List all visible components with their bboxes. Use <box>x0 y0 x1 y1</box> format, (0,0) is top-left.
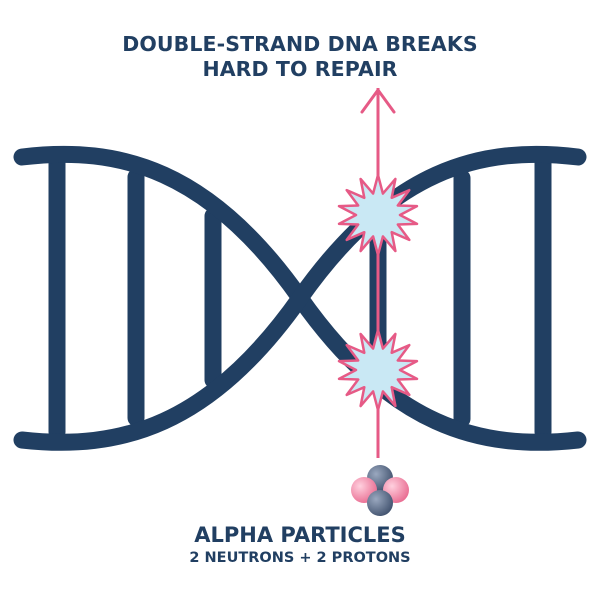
particle-label: ALPHA PARTICLES <box>194 523 406 547</box>
dna-backbone-strand <box>13 145 587 451</box>
alpha-particle-icon <box>351 465 409 516</box>
neutron <box>367 490 393 516</box>
diagram-title: DOUBLE-STRAND DNA BREAKS HARD TO REPAIR <box>0 32 600 82</box>
title-line-1: DOUBLE-STRAND DNA BREAKS <box>122 32 478 56</box>
title-line-2: HARD TO REPAIR <box>202 57 398 81</box>
arrow-up-icon <box>360 88 396 114</box>
break-burst-icon <box>337 173 419 257</box>
break-burst-icon <box>337 328 419 412</box>
dna-double-helix <box>13 145 587 451</box>
particle-composition: 2 NEUTRONS + 2 PROTONS <box>189 550 411 566</box>
